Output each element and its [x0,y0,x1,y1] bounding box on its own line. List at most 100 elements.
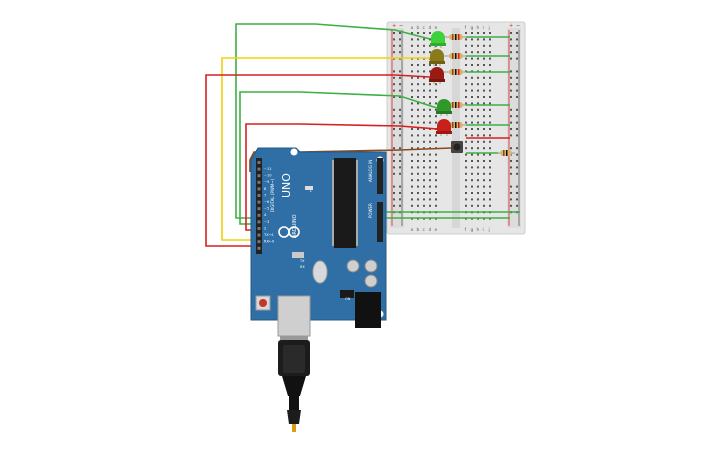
breadboard-hole[interactable] [411,108,413,111]
digital-pin[interactable] [257,180,261,184]
digital-header[interactable] [256,158,262,254]
breadboard-hole[interactable] [465,128,467,130]
breadboard-hole[interactable] [423,198,425,201]
breadboard-hole[interactable] [423,51,425,54]
breadboard-hole[interactable] [429,153,431,156]
breadboard-hole[interactable] [477,179,479,182]
rail-hole[interactable] [510,198,512,201]
rail-hole[interactable] [510,96,512,98]
breadboard-hole[interactable] [483,198,485,201]
breadboard-hole[interactable] [465,172,467,175]
rail-hole[interactable] [516,96,518,98]
breadboard-hole[interactable] [429,179,431,182]
breadboard-hole[interactable] [417,160,419,162]
breadboard-hole[interactable] [423,83,425,86]
breadboard-hole[interactable] [429,32,431,34]
breadboard-hole[interactable] [417,76,419,79]
breadboard-hole[interactable] [477,83,479,86]
breadboard-hole[interactable] [477,166,479,169]
breadboard-hole[interactable] [489,179,491,182]
breadboard-hole[interactable] [471,102,473,105]
breadboard-hole[interactable] [429,166,431,169]
rail-jumpers[interactable] [405,36,520,219]
breadboard-hole[interactable] [477,44,479,47]
rail-hole[interactable] [399,70,401,73]
breadboard-hole[interactable] [489,204,491,207]
rail-hole[interactable] [393,160,395,162]
breadboard-hole[interactable] [411,166,413,169]
breadboard-hole[interactable] [423,108,425,111]
breadboard-hole[interactable] [423,76,425,79]
breadboard-hole[interactable] [483,108,485,111]
breadboard-hole[interactable] [411,44,413,47]
rail-hole[interactable] [510,166,512,169]
usb-cable[interactable] [278,336,310,432]
rail-hole[interactable] [516,121,518,124]
breadboard-hole[interactable] [471,83,473,86]
breadboard-hole[interactable] [429,83,431,86]
leds[interactable] [429,31,452,136]
breadboard-hole[interactable] [465,76,467,79]
rail-hole[interactable] [393,115,395,118]
breadboard-hole[interactable] [483,166,485,169]
breadboard-hole[interactable] [411,153,413,156]
breadboard-hole[interactable] [471,204,473,207]
breadboard-hole[interactable] [489,57,491,60]
breadboard-hole[interactable] [423,204,425,207]
breadboard-hole[interactable] [417,89,419,92]
breadboard-hole[interactable] [489,102,491,105]
power-header[interactable] [377,202,383,242]
breadboard-hole[interactable] [465,179,467,182]
rail-hole[interactable] [393,83,395,86]
rail-hole[interactable] [399,38,401,41]
rail-hole[interactable] [516,128,518,130]
breadboard-hole[interactable] [417,108,419,111]
rail-hole[interactable] [516,192,518,194]
rail-hole[interactable] [393,70,395,73]
breadboard-hole[interactable] [477,153,479,156]
breadboard-hole[interactable] [483,64,485,66]
digital-pin[interactable] [257,240,261,244]
breadboard-hole[interactable] [429,64,431,66]
breadboard-hole[interactable] [411,70,413,73]
breadboard-hole[interactable] [429,198,431,201]
breadboard-hole[interactable] [423,44,425,47]
breadboard-hole[interactable] [429,51,431,54]
breadboard-hole[interactable] [423,166,425,169]
breadboard-hole[interactable] [417,51,419,54]
rail-hole[interactable] [393,32,395,34]
breadboard-hole[interactable] [423,160,425,162]
breadboard-hole[interactable] [471,32,473,34]
breadboard-hole[interactable] [471,115,473,118]
breadboard-hole[interactable] [477,185,479,188]
breadboard-hole[interactable] [489,121,491,124]
breadboard-hole[interactable] [417,204,419,207]
breadboard-hole[interactable] [483,57,485,60]
breadboard-hole[interactable] [483,172,485,175]
breadboard-hole[interactable] [417,153,419,156]
breadboard-hole[interactable] [429,134,431,137]
breadboard-hole[interactable] [465,89,467,92]
breadboard-hole[interactable] [423,115,425,118]
breadboard-hole[interactable] [429,89,431,92]
breadboard-hole[interactable] [465,121,467,124]
breadboard-hole[interactable] [429,121,431,124]
breadboard-hole[interactable] [411,204,413,207]
rail-hole[interactable] [393,89,395,92]
breadboard-hole[interactable] [489,147,491,150]
breadboard-hole[interactable] [423,89,425,92]
rail-hole[interactable] [510,204,512,207]
breadboard-hole[interactable] [483,76,485,79]
breadboard-hole[interactable] [411,102,413,105]
breadboard-hole[interactable] [483,179,485,182]
breadboard-hole[interactable] [435,140,437,143]
breadboard-hole[interactable] [411,121,413,124]
breadboard-hole[interactable] [423,121,425,124]
rail-hole[interactable] [393,108,395,111]
rail-hole[interactable] [510,115,512,118]
breadboard-hole[interactable] [483,96,485,98]
breadboard-hole[interactable] [417,134,419,137]
rail-hole[interactable] [399,108,401,111]
breadboard-hole[interactable] [483,134,485,137]
breadboard-hole[interactable] [435,185,437,188]
